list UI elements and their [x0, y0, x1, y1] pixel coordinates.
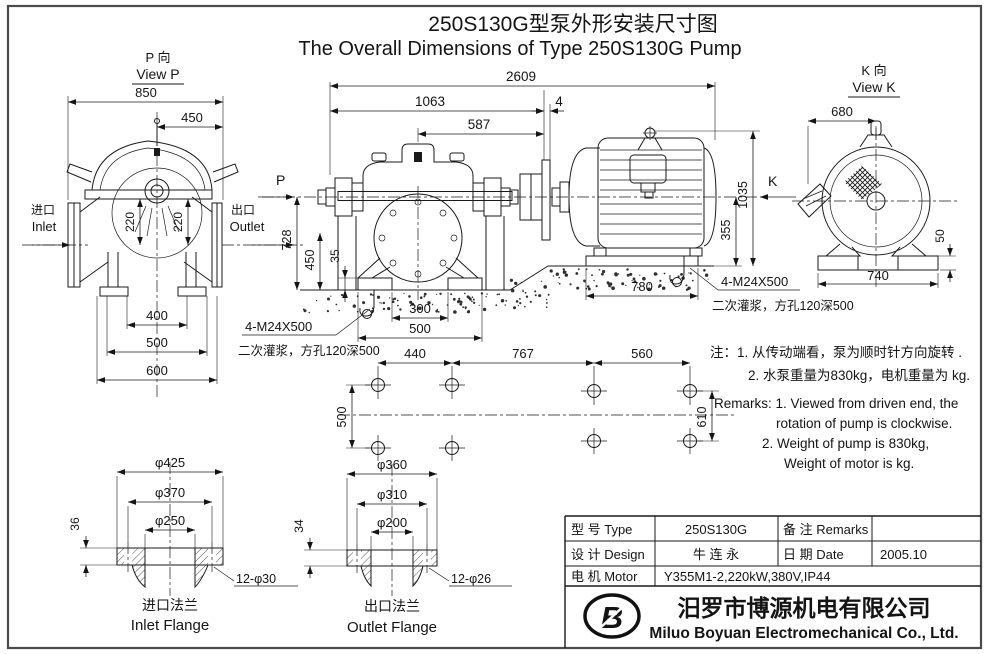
design-label: 设 计 Design	[571, 547, 645, 562]
dim-425: φ425	[155, 455, 185, 470]
terminal-box-front	[797, 183, 832, 218]
view-k: K 向 View K 680 740 50	[792, 63, 958, 290]
type-label: 型 号 Type	[571, 522, 632, 537]
note-zh-1: 注：1. 从传动端看，泵为顺时针方向旋转 .	[710, 345, 962, 360]
dim-220-right: 220	[171, 212, 185, 232]
foundation-plan: 440 767 560 500 610	[335, 346, 736, 461]
anchor-bolt-motor	[669, 256, 800, 291]
bolt-holes	[365, 366, 703, 461]
dim-360: φ360	[377, 457, 407, 472]
outlet-flange-caption-en: Outlet Flange	[347, 619, 437, 636]
inlet-flange-detail: φ425 φ370 φ250 36 12-φ30 进口法兰 Inlet Flan…	[68, 455, 298, 634]
dim-780: 780	[631, 279, 653, 294]
dim-200: φ200	[377, 515, 407, 530]
motor-side-view	[568, 126, 717, 267]
dim-370: φ370	[155, 485, 185, 500]
dim-300: 300	[409, 301, 431, 316]
date-label: 日 期 Date	[783, 547, 844, 562]
sheet-border	[6, 4, 983, 650]
remarks-label: 备 注 Remarks	[783, 522, 869, 537]
dim-500-plan: 500	[335, 407, 349, 428]
motor-value: Y355M1-2,220kW,380V,IP44	[664, 569, 830, 584]
vent-grille-hatch	[844, 166, 882, 200]
type-value: 250S130G	[685, 522, 747, 537]
dim-4: 4	[555, 94, 563, 109]
coupling	[519, 159, 570, 241]
dim-610: 610	[695, 407, 709, 428]
design-value: 牛 连 永	[693, 547, 739, 562]
pump-side-view	[317, 143, 519, 300]
note-zh-2: 2. 水泵重量为830kg，电机重量为 kg.	[748, 368, 970, 383]
motor-base	[585, 255, 699, 267]
outlet-flange-plate	[211, 202, 218, 288]
company-name-zh: 汨罗市博源机电有限公司	[678, 595, 931, 621]
dim-740: 740	[867, 268, 889, 283]
dim-400: 400	[146, 308, 168, 323]
dim-34: 34	[292, 519, 306, 533]
p-arrow-label: P	[276, 172, 285, 188]
drawing-title: 250S130G型泵外形安装尺寸图 The Overall Dimensions…	[298, 13, 741, 60]
view-p-label-en: View P	[136, 66, 179, 82]
dim-728: 728	[280, 230, 294, 251]
company-block: B 汨罗市博源机电有限公司 Miluo Boyuan Electromechan…	[583, 593, 959, 642]
anchor-note-left: 4-M24X500	[245, 319, 312, 334]
title-chinese: 250S130G型泵外形安装尺寸图	[428, 13, 717, 36]
note-en-4: Weight of motor is kg.	[784, 456, 914, 471]
dim-450-main: 450	[303, 250, 317, 271]
anchor-bolt-pump	[242, 290, 375, 336]
view-k-label-en: View K	[852, 79, 896, 95]
company-logo	[583, 593, 641, 639]
outlet-flange-caption-zh: 出口法兰	[364, 598, 420, 614]
dim-587: 587	[468, 117, 491, 132]
dim-767: 767	[512, 346, 534, 361]
motor-label: 电 机 Motor	[571, 569, 638, 584]
dim-600: 600	[146, 363, 168, 378]
k-arrow-label: K	[768, 173, 778, 189]
company-name-en: Miluo Boyuan Electromechanical Co., Ltd.	[649, 625, 958, 642]
inlet-label-en: Inlet	[32, 219, 57, 234]
dim-220-left: 220	[123, 212, 137, 232]
dim-2609: 2609	[506, 69, 536, 84]
dim-850: 850	[135, 85, 157, 100]
dim-500: 500	[146, 335, 168, 350]
terminal-box	[629, 154, 667, 184]
inlet-holes-note: 12-φ30	[236, 572, 276, 586]
dim-355: 355	[719, 220, 733, 241]
dim-450: 450	[181, 110, 203, 125]
date-value: 2005.10	[880, 547, 927, 562]
outlet-label-en: Outlet	[230, 219, 265, 234]
dim-1035: 1035	[736, 181, 750, 209]
dim-560: 560	[631, 346, 653, 361]
outlet-flange-detail: φ360 φ310 φ200 34 12-φ26 出口法兰 Outlet Fla…	[292, 457, 512, 636]
grout-note-left: 二次灌浆，方孔120深500	[238, 343, 380, 358]
grout-note-right: 二次灌浆，方孔120深500	[712, 298, 854, 313]
note-en-3: 2. Weight of pump is 830kg,	[762, 436, 929, 451]
view-main: P K 2609 1063 587 4	[238, 69, 854, 461]
dim-440: 440	[404, 346, 426, 361]
view-k-label-zh: K 向	[861, 63, 886, 78]
note-en-1: Remarks: 1. Viewed from driven end, the	[714, 396, 958, 411]
dim-680: 680	[831, 104, 853, 119]
anchor-note-right: 4-M24X500	[721, 274, 788, 289]
dim-35: 35	[328, 249, 342, 263]
dim-310: φ310	[377, 487, 407, 502]
view-p: P 向 View P 850 450	[22, 50, 303, 398]
outlet-label-zh: 出口	[231, 203, 255, 217]
dim-500-main: 500	[409, 321, 431, 336]
note-en-2: rotation of pump is clockwise.	[776, 416, 952, 431]
title-block: 型 号 Type 250S130G 备 注 Remarks 设 计 Design…	[564, 515, 981, 648]
inlet-label-zh: 进口	[31, 203, 55, 217]
dim-36: 36	[68, 517, 82, 531]
notes: 注：1. 从传动端看，泵为顺时针方向旋转 . 2. 水泵重量为830kg，电机重…	[710, 345, 970, 471]
inlet-flange-caption-en: Inlet Flange	[131, 617, 209, 634]
outlet-holes-note: 12-φ26	[451, 572, 491, 586]
dim-50: 50	[933, 229, 947, 243]
view-p-label-zh: P 向	[145, 50, 170, 65]
dim-1063: 1063	[415, 94, 445, 109]
title-english: The Overall Dimensions of Type 250S130G …	[298, 38, 741, 60]
inlet-flange-caption-zh: 进口法兰	[142, 597, 198, 613]
dim-250: φ250	[155, 513, 185, 528]
